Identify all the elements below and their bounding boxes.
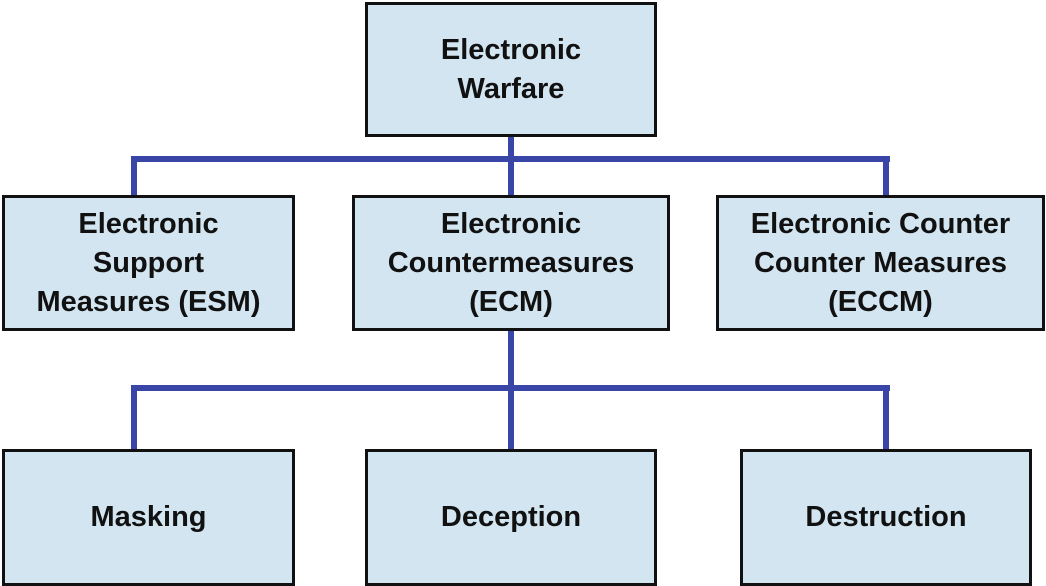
node-label: Destruction — [805, 501, 967, 533]
node-label: Electronic Counter Counter Measures (ECC… — [750, 207, 1011, 318]
node-destruction: Destruction — [740, 449, 1032, 586]
node-label: Electronic Countermeasures (ECM) — [387, 207, 635, 318]
connector-to-esm — [131, 156, 137, 196]
node-label: Masking — [90, 501, 207, 533]
node-masking: Masking — [2, 449, 295, 586]
node-esm: Electronic Support Measures (ESM) — [2, 195, 295, 331]
connector-to-eccm — [883, 156, 889, 196]
node-label: Electronic Support Measures (ESM) — [36, 207, 261, 318]
node-label: Electronic Warfare — [440, 33, 582, 105]
node-ecm: Electronic Countermeasures (ECM) — [352, 195, 670, 331]
node-eccm: Electronic Counter Counter Measures (ECC… — [716, 195, 1045, 331]
node-label: Deception — [440, 501, 582, 533]
node-deception: Deception — [365, 449, 657, 586]
connector-to-masking — [131, 385, 137, 450]
connector-to-ecm — [508, 156, 514, 196]
connector-root-down — [508, 136, 514, 160]
node-electronic-warfare: Electronic Warfare — [365, 2, 657, 137]
connector-to-destruction — [883, 385, 889, 450]
connector-level2-bus — [131, 385, 890, 391]
